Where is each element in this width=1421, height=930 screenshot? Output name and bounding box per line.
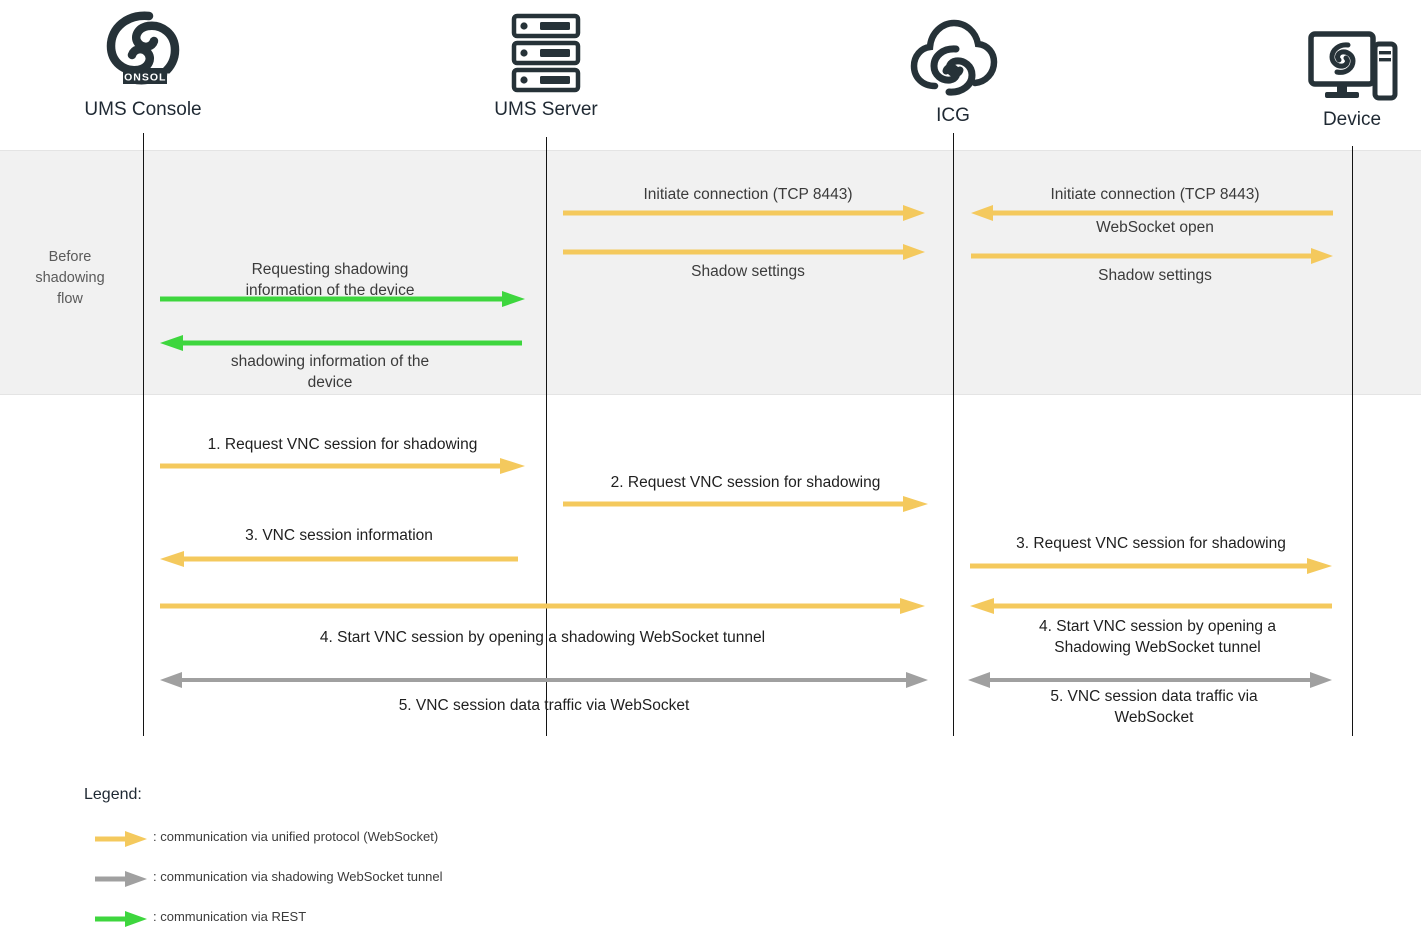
- lifeline-ums-server: [546, 137, 547, 736]
- message-arrow-m12: [160, 598, 925, 616]
- monitor-device-icon: [1242, 12, 1421, 104]
- message-label-m11: 3. Request VNC session for shadowing: [1016, 535, 1286, 552]
- legend-arrow-rest-icon: [95, 911, 147, 927]
- legend-title: Legend:: [84, 786, 142, 803]
- ums-console-logo-icon: CONSOLE: [33, 2, 253, 94]
- message-arrow-m8: [160, 458, 525, 476]
- actor-label-icg: ICG: [936, 105, 970, 126]
- message-label-m2: Shadow settings: [691, 263, 805, 280]
- actor-icg: ICG: [843, 8, 1063, 127]
- message-arrow-m9: [563, 496, 928, 514]
- actor-label-ums-server: UMS Server: [494, 99, 598, 120]
- message-label-m6: Requesting shadowing information of the …: [245, 261, 415, 299]
- actor-ums-server: UMS Server: [436, 2, 656, 121]
- message-arrow-m14: [160, 671, 928, 689]
- message-label-m14: 5. VNC session data traffic via WebSocke…: [398, 697, 690, 714]
- band-label-before-shadowing-flow: Before shadowing flow: [35, 249, 105, 308]
- message-arrow-m3: [971, 205, 1333, 223]
- message-arrow-m1: [563, 205, 925, 223]
- actor-ums-console: CONSOLE UMS Console: [33, 2, 253, 121]
- message-label-m7: shadowing information of the device: [230, 353, 430, 391]
- message-label-m5: Shadow settings: [1098, 267, 1212, 284]
- legend-entry-rest: : communication via REST: [95, 909, 306, 930]
- legend-text-tunnel: : communication via shadowing WebSocket …: [153, 869, 443, 884]
- message-arrow-m4: [971, 248, 1333, 266]
- message-arrow-m11: [970, 558, 1332, 576]
- message-label-m8: 1. Request VNC session for shadowing: [207, 436, 478, 453]
- actor-label-device: Device: [1322, 109, 1382, 130]
- actor-label-ums-console: UMS Console: [84, 99, 202, 120]
- message-arrow-m13: [970, 598, 1332, 616]
- legend-entry-unified: : communication via unified protocol (We…: [95, 829, 438, 852]
- svg-text:CONSOLE: CONSOLE: [116, 72, 175, 84]
- message-arrow-m10: [160, 551, 518, 569]
- lifeline-device: [1352, 146, 1353, 736]
- message-label-m13: 4. Start VNC session by opening a Shadow…: [1039, 618, 1276, 656]
- legend-entry-tunnel: : communication via shadowing WebSocket …: [95, 869, 443, 892]
- message-label-m15: 5. VNC session data traffic via WebSocke…: [1050, 688, 1258, 726]
- cloud-gateway-icon: [843, 8, 1063, 100]
- message-label-m3: Initiate connection (TCP 8443): [1050, 186, 1260, 203]
- lifeline-ums-console: [143, 133, 144, 736]
- message-label-m4: WebSocket open: [1096, 219, 1214, 236]
- message-arrow-m15: [968, 671, 1332, 689]
- lifeline-icg: [953, 133, 954, 736]
- actor-device: Device: [1242, 12, 1421, 131]
- message-label-m12: 4. Start VNC session by opening a shadow…: [319, 629, 766, 646]
- server-rack-icon: [436, 2, 656, 94]
- legend-arrow-unified-icon: [95, 831, 147, 847]
- legend-text-unified: : communication via unified protocol (We…: [153, 829, 439, 844]
- message-label-m9: 2. Request VNC session for shadowing: [610, 474, 881, 491]
- message-arrow-m7: [160, 335, 522, 353]
- band-before-shadowing-flow: [0, 150, 1421, 395]
- message-arrow-m6: [160, 291, 525, 309]
- message-arrow-m2: [563, 244, 925, 262]
- message-label-m10: 3. VNC session information: [245, 527, 433, 544]
- legend-arrow-tunnel-icon: [95, 871, 147, 887]
- legend-text-rest: : communication via REST: [153, 909, 307, 924]
- message-label-m1: Initiate connection (TCP 8443): [643, 186, 853, 203]
